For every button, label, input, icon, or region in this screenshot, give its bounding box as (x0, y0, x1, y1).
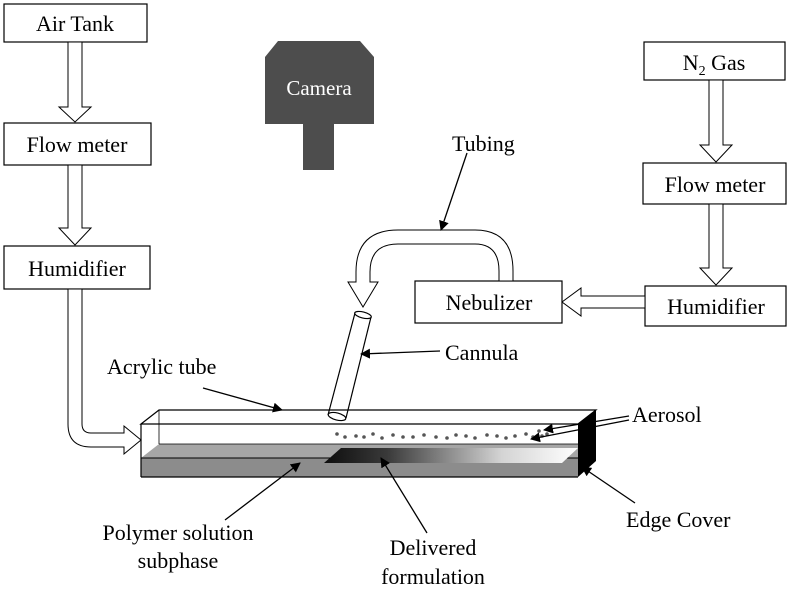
right-humidifier-label: Humidifier (667, 294, 765, 319)
acrylic-tube (139, 409, 598, 478)
edge-cover (578, 410, 596, 477)
right-humidifier-box (644, 285, 787, 327)
polymer-leader-line (224, 462, 301, 521)
down-arrow-icon (57, 164, 93, 246)
camera-icon (265, 41, 374, 170)
down-arrow-icon (698, 203, 734, 286)
air-tank-label: Air Tank (36, 11, 114, 36)
down-arrow-icon (698, 79, 734, 163)
right-flow-meter-label: Flow meter (665, 172, 766, 197)
cannula-icon (327, 310, 372, 422)
acrylic-tube-label: Acrylic tube (107, 354, 216, 379)
tubing-icon (347, 229, 514, 308)
cannula-label: Cannula (445, 340, 519, 365)
aerosol-leader-line-upper (543, 415, 630, 434)
edge-cover-leader-line (581, 466, 636, 504)
cannula-leader-line (360, 348, 441, 359)
left-arrow-icon (561, 287, 646, 317)
acrylic-tube-leader-line (202, 387, 283, 413)
polymer-label-line2: subphase (138, 548, 219, 573)
left-humidifier-label: Humidifier (28, 256, 126, 281)
tubing-label: Tubing (452, 131, 515, 156)
delivered-formulation-region (324, 448, 578, 463)
aerosol-leader-line-lower (530, 419, 630, 443)
left-flow-meter-box (3, 122, 152, 166)
aerosol-particles (335, 429, 549, 440)
formulation-label-line1: Delivered (390, 535, 477, 560)
edge-cover-label: Edge Cover (626, 507, 731, 532)
formulation-label-line2: formulation (381, 564, 485, 589)
right-flow-meter-box (642, 162, 787, 205)
left-humidifier-box (3, 245, 151, 290)
bent-arrow-icon (67, 288, 142, 456)
formulation-leader-line (380, 457, 428, 534)
polymer-label-line1: Polymer solution (103, 520, 254, 545)
nebulizer-label: Nebulizer (446, 290, 533, 315)
tubing-leader-line (439, 152, 468, 231)
nebulizer-box (414, 280, 563, 324)
air-tank-box (3, 3, 148, 43)
n2-gas-box (643, 41, 786, 81)
down-arrow-icon (57, 41, 93, 123)
left-flow-meter-label: Flow meter (27, 132, 128, 157)
aerosol-label: Aerosol (632, 402, 702, 427)
camera-label: Camera (286, 76, 352, 100)
n2-gas-label: N2 Gas (683, 50, 746, 79)
